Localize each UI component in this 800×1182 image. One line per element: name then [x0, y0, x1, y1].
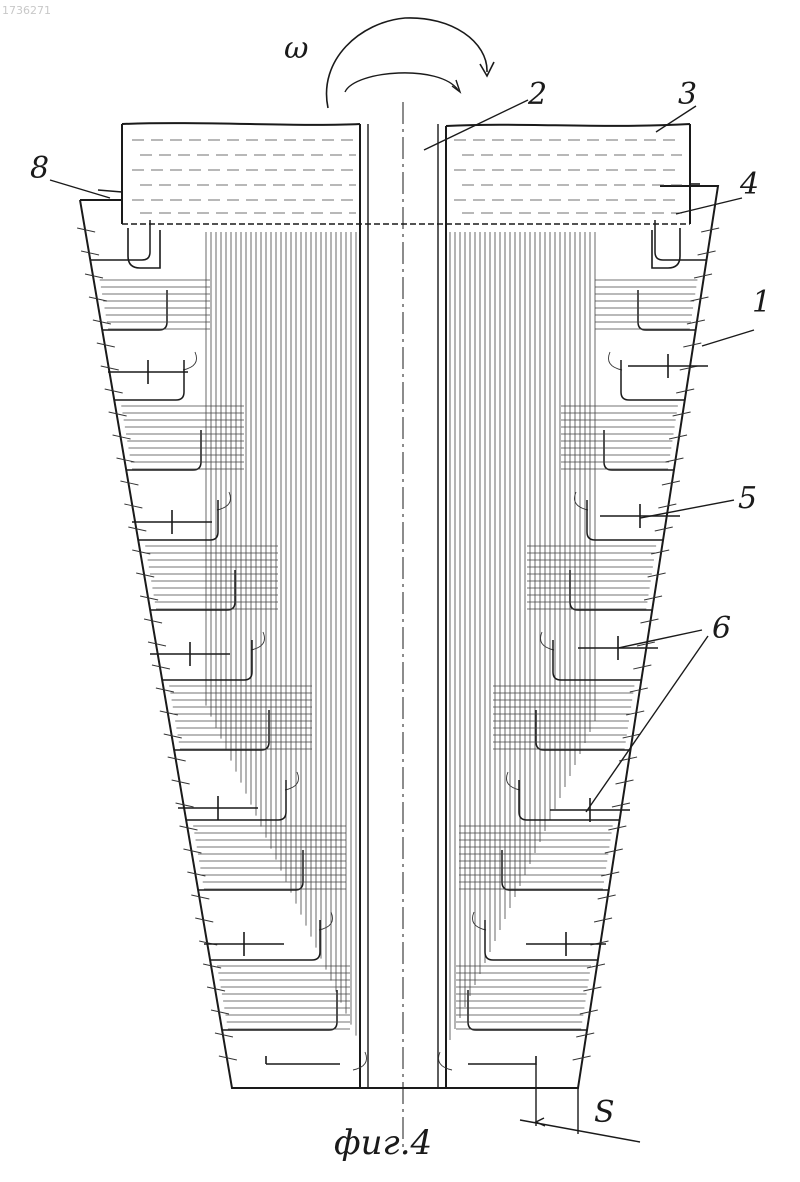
plate-left: [198, 850, 303, 890]
rotation-arrow: [327, 18, 494, 108]
label-2: 2: [527, 77, 547, 112]
plate-left: [102, 290, 167, 330]
flow-arrow: [541, 632, 555, 650]
label-1: 1: [752, 285, 771, 320]
bottom-brackets: [266, 1056, 536, 1064]
label-8: 8: [30, 151, 49, 186]
plate-left: [90, 220, 150, 260]
plate-left: [174, 710, 269, 750]
flow-arrow: [507, 772, 521, 790]
top-hook-right: [652, 228, 680, 268]
corner-mark: 1736271: [2, 4, 51, 17]
charge-marks: [108, 354, 708, 956]
omega-label: ω: [284, 31, 308, 66]
central-shaft: [360, 102, 446, 1150]
flow-arrow: [285, 772, 299, 790]
plate-left: [114, 360, 184, 400]
plate-right: [604, 430, 674, 470]
label-4: 4: [739, 167, 759, 202]
wall-ticks: [77, 228, 719, 1060]
plate-left: [210, 920, 320, 960]
label-s: S: [594, 1095, 615, 1130]
plate-left: [150, 570, 235, 610]
flow-arrow: [575, 492, 589, 510]
plate-right: [570, 570, 652, 610]
flow-arrow: [473, 912, 487, 930]
label-3: 3: [678, 77, 697, 112]
stepped-plates: [90, 220, 706, 1070]
plate-right: [587, 500, 663, 540]
plate-right: [468, 990, 587, 1030]
plate-right: [485, 920, 598, 960]
flow-arrow: [183, 352, 197, 370]
label-5: 5: [738, 481, 757, 516]
top-reservoir: [98, 123, 700, 224]
leader-lines: [50, 100, 754, 812]
plate-left: [162, 640, 252, 680]
flow-arrow: [217, 492, 231, 510]
plate-left: [222, 990, 337, 1030]
top-hook-left: [128, 228, 160, 268]
flow-arrow: [251, 632, 265, 650]
label-6: 6: [712, 611, 731, 646]
flow-arrow: [609, 352, 623, 370]
plate-left: [126, 430, 201, 470]
housing-outline: [80, 186, 718, 1088]
figure-caption: фиг.4: [334, 1123, 432, 1163]
plate-right: [502, 850, 609, 890]
